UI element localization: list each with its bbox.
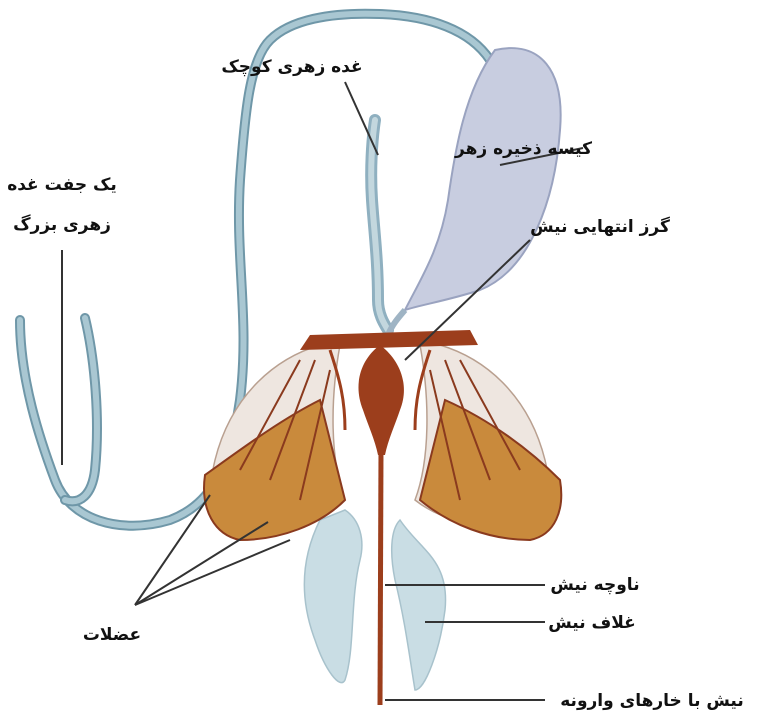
sting-shaft [380,450,381,705]
label-sting-sheath: غلاف نیش [548,613,636,633]
venom-sac [405,48,561,310]
sting-base-bar [300,330,478,350]
label-barbed-sting: نیش با خارهای وارونه [560,691,744,711]
label-large-venom-gland-line2: زهری بزرگ [13,215,111,235]
sting-bulb [358,345,403,455]
label-sting-groove: ناوچه نیش [550,575,639,595]
label-sting-bulb: گرز انتهایی نیش [530,216,670,237]
label-venom-sac: کیسه ذخیره زهر [454,139,592,159]
label-muscles: عضلات [83,625,141,645]
label-large-venom-gland-line1: یک جفت غده [7,175,117,195]
label-small-venom-gland: غده زهری کوچک [221,57,362,77]
sting-sheath-right [392,520,446,690]
sting-sheath-left [304,510,362,683]
